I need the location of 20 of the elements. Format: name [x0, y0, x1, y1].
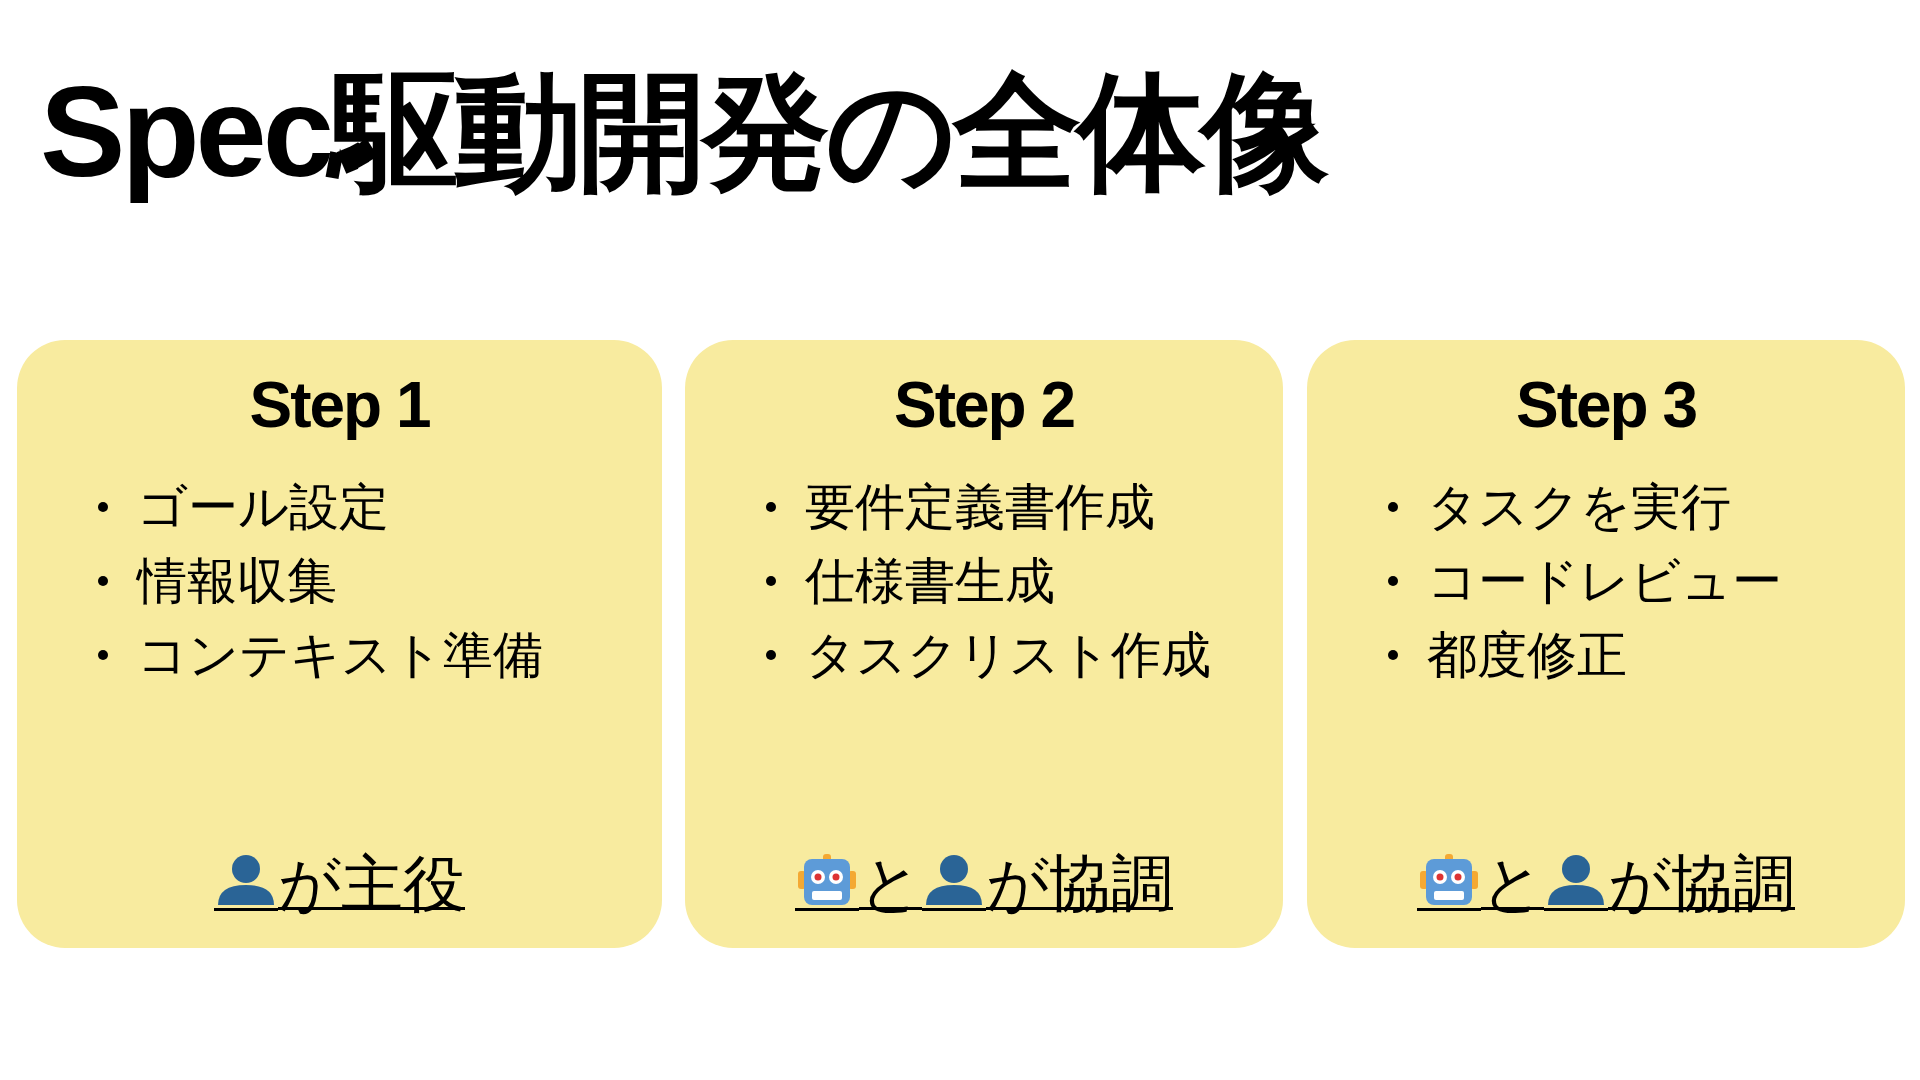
role-text: が協調: [986, 848, 1173, 918]
step-card: [1307, 340, 1905, 948]
role-text: と: [859, 848, 922, 918]
list-item: 情報収集: [137, 553, 337, 609]
role-text: が主役: [278, 848, 465, 918]
list-item: タスクを実行: [1427, 479, 1731, 535]
step-heading: Step 3: [1515, 368, 1697, 442]
list-item: ゴール設定: [137, 479, 389, 535]
role-text: と: [1481, 848, 1544, 918]
step-card: [17, 340, 662, 948]
list-item: コンテキスト準備: [137, 627, 543, 683]
list-item: 要件定義書作成: [805, 479, 1155, 535]
list-item: タスクリスト作成: [805, 627, 1211, 683]
step-card: [685, 340, 1283, 948]
list-item: 仕様書生成: [805, 553, 1055, 609]
list-item: コードレビュー: [1427, 553, 1782, 609]
step-heading: Step 2: [893, 368, 1075, 442]
role-text: が協調: [1608, 848, 1795, 918]
step-heading: Step 1: [249, 368, 430, 442]
list-item: 都度修正: [1427, 627, 1627, 683]
